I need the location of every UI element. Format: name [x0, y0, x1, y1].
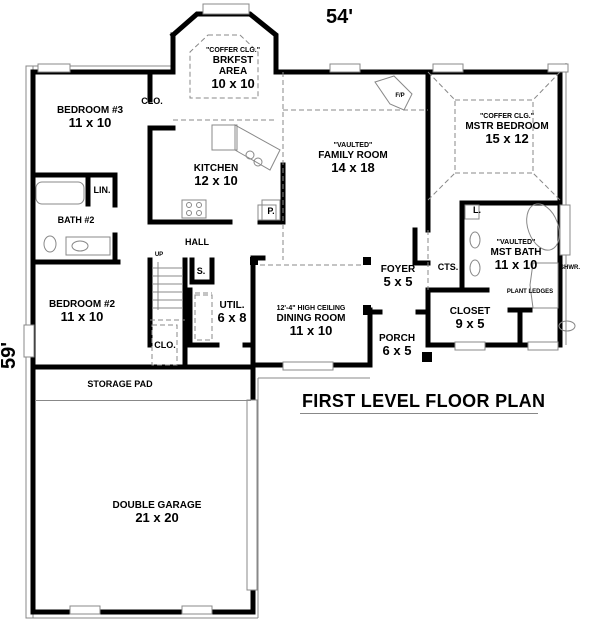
width-dimension: 54' — [326, 6, 354, 28]
room-utility: UTIL. 6 x 8 — [217, 300, 247, 325]
room-bedroom-3: BEDROOM #3 11 x 10 — [56, 105, 124, 130]
room-master-bath: "VAULTED" MST BATH 11 x 10 — [490, 239, 542, 272]
label-linen-master: L. — [473, 205, 481, 215]
label-shelf: S. — [196, 266, 206, 276]
room-bedroom-2: BEDROOM #2 11 x 10 — [48, 299, 116, 324]
bathtub — [35, 181, 85, 205]
label-linen: LIN. — [93, 185, 111, 195]
label-shower: SHWR. — [560, 265, 580, 271]
room-kitchen: KITCHEN 12 x 10 — [193, 163, 239, 188]
label-fireplace: F/P — [395, 93, 405, 99]
label-storage-pad: STORAGE PAD — [87, 379, 153, 389]
label-pantry: P. — [267, 206, 275, 216]
title-underline — [300, 413, 538, 414]
plan-title: FIRST LEVEL FLOOR PLAN — [302, 391, 546, 411]
storage-pad-line — [35, 400, 251, 401]
label-stairs-up: UP — [154, 252, 164, 258]
room-breakfast-area: "COFFER CLG." BRKFST AREA 10 x 10 — [205, 47, 261, 91]
room-foyer: FOYER 5 x 5 — [380, 264, 416, 289]
room-family-room: "VAULTED" FAMILY ROOM 14 x 18 — [318, 142, 388, 175]
room-closet: CLOSET 9 x 5 — [449, 306, 491, 331]
room-double-garage: DOUBLE GARAGE 21 x 20 — [112, 500, 202, 525]
label-hall: HALL — [185, 237, 209, 247]
room-bath-2: BATH #2 — [57, 215, 95, 225]
room-dining-room: 12'-4" HIGH CEILING DINING ROOM 11 x 10 — [276, 305, 346, 338]
label-closet-1: CLO. — [141, 96, 163, 106]
room-porch: PORCH 6 x 5 — [378, 333, 416, 358]
room-master-bedroom: "COFFER CLG." MSTR BEDROOM 15 x 12 — [465, 113, 549, 146]
label-plant-ledges: PLANT LEDGES — [506, 289, 554, 295]
label-cabinets: CTS. — [437, 262, 459, 272]
wall-top-left — [30, 32, 176, 75]
label-closet-2: CLO. — [154, 340, 176, 350]
depth-dimension: 59' — [0, 341, 21, 370]
wall-bay — [169, 11, 279, 75]
